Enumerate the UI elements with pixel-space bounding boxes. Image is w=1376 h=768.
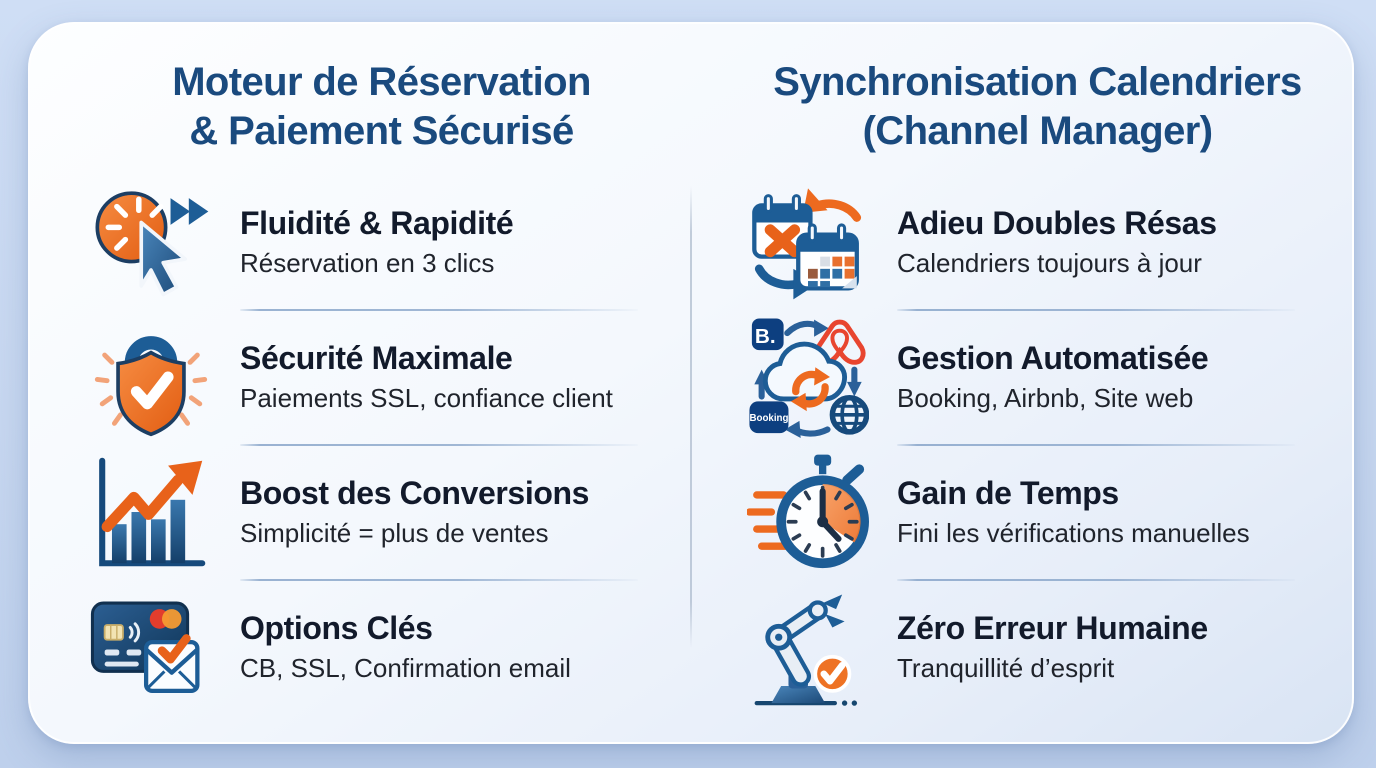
feature-card: Moteur de Réservation & Paiement Sécuris… — [28, 22, 1354, 744]
row-divider — [240, 443, 638, 446]
feature-rows-left: Fluidité & Rapidité Réservation en 3 cli… — [90, 178, 673, 712]
feature-title: Boost des Conversions — [240, 475, 590, 512]
feature-subtitle: Booking, Airbnb, Site web — [897, 383, 1194, 414]
feature-title: Zéro Erreur Humaine — [897, 610, 1208, 647]
row-divider — [240, 308, 638, 311]
feature-row: Boost des Conversions Simplicité = plus … — [90, 448, 673, 577]
feature-rows-right: Adieu Doubles Résas Calendriers toujours… — [747, 178, 1328, 712]
feature-subtitle: Fini les vérifications manuelles — [897, 518, 1250, 549]
feature-title: Sécurité Maximale — [240, 340, 513, 377]
feature-title: Adieu Doubles Résas — [897, 205, 1217, 242]
column-title-line1: Moteur de Réservation — [172, 60, 591, 104]
card-email-icon — [90, 586, 212, 708]
feature-row: Sécurité Maximale Paiements SSL, confian… — [90, 313, 673, 442]
row-divider — [897, 308, 1295, 311]
column-channel-manager: Synchronisation Calendriers (Channel Man… — [691, 24, 1352, 742]
feature-row: Gain de Temps Fini les vérifications man… — [747, 448, 1328, 577]
feature-row: Adieu Doubles Résas Calendriers toujours… — [747, 178, 1328, 307]
center-divider — [690, 186, 692, 648]
calendar-sync-icon — [747, 181, 869, 303]
column-title-booking: Moteur de Réservation & Paiement Sécuris… — [90, 58, 673, 156]
feature-subtitle: Réservation en 3 clics — [240, 248, 495, 279]
row-divider — [897, 443, 1295, 446]
feature-row: Zéro Erreur Humaine Tranquillité d’espri… — [747, 583, 1328, 712]
secure-lock-icon — [90, 316, 212, 438]
booking-b-logo-text: B. — [755, 325, 776, 348]
feature-row: B. — [747, 313, 1328, 442]
feature-title: Fluidité & Rapidité — [240, 205, 514, 242]
feature-title: Gain de Temps — [897, 475, 1119, 512]
cloud-channels-icon: B. — [747, 316, 869, 439]
feature-subtitle: CB, SSL, Confirmation email — [240, 653, 571, 684]
feature-subtitle: Simplicité = plus de ventes — [240, 518, 549, 549]
column-title-line2: (Channel Manager) — [862, 108, 1213, 153]
growth-chart-icon — [90, 451, 212, 573]
stopwatch-icon — [747, 451, 869, 573]
column-title-sync: Synchronisation Calendriers (Channel Man… — [747, 58, 1328, 156]
robot-arm-icon — [747, 586, 869, 708]
row-divider — [897, 578, 1295, 581]
feature-title: Options Clés — [240, 610, 433, 647]
booking-badge-text: Booking — [749, 413, 788, 424]
row-divider — [240, 578, 638, 581]
click-fast-icon — [90, 181, 212, 303]
column-title-line1: Synchronisation Calendriers — [773, 60, 1302, 104]
feature-subtitle: Paiements SSL, confiance client — [240, 383, 613, 414]
feature-subtitle: Tranquillité d’esprit — [897, 653, 1115, 684]
feature-row: Fluidité & Rapidité Réservation en 3 cli… — [90, 178, 673, 307]
feature-subtitle: Calendriers toujours à jour — [897, 248, 1202, 279]
feature-row: Options Clés CB, SSL, Confirmation email — [90, 583, 673, 712]
column-booking-engine: Moteur de Réservation & Paiement Sécuris… — [30, 24, 691, 742]
feature-title: Gestion Automatisée — [897, 340, 1209, 377]
column-title-line2: & Paiement Sécurisé — [189, 108, 574, 153]
